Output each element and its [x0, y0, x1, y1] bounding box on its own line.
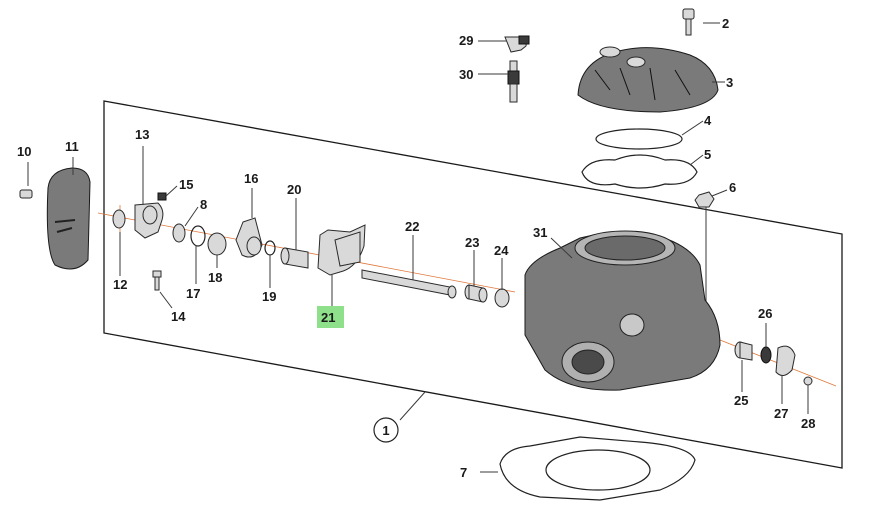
sleeve-part[interactable]: [280, 247, 309, 269]
callout-29[interactable]: 29: [459, 33, 473, 48]
callout-1-circle: [373, 417, 399, 443]
callout-1[interactable]: 1: [382, 423, 389, 438]
callout-20[interactable]: 20: [287, 182, 301, 197]
callout-22[interactable]: 22: [405, 219, 419, 234]
callout-13[interactable]: 13: [135, 127, 149, 142]
shaft-axis-right: [714, 337, 837, 387]
callout-30[interactable]: 30: [459, 67, 473, 82]
cover-part[interactable]: [46, 167, 91, 270]
large-washer-part[interactable]: [494, 288, 510, 308]
callout-16[interactable]: 16: [244, 171, 258, 186]
callout-2[interactable]: 2: [722, 16, 729, 31]
pin-part[interactable]: [157, 192, 167, 201]
long-bolt-part[interactable]: [152, 270, 162, 291]
callout-19[interactable]: 19: [262, 289, 276, 304]
callout-12[interactable]: 12: [113, 277, 127, 292]
callout-17[interactable]: 17: [186, 286, 200, 301]
circlip-part[interactable]: [190, 225, 206, 247]
callout-26[interactable]: 26: [758, 306, 772, 321]
bush-part[interactable]: [464, 284, 488, 303]
callout-27[interactable]: 27: [774, 406, 788, 421]
callout-18[interactable]: 18: [208, 270, 222, 285]
bearing-part[interactable]: [112, 209, 126, 229]
right-bush-part[interactable]: [734, 341, 753, 361]
eccentric-part[interactable]: [235, 217, 263, 258]
callout-8[interactable]: 8: [200, 197, 207, 212]
small-o-ring-part[interactable]: [264, 240, 276, 256]
spark-plug-part[interactable]: [507, 60, 520, 103]
washer-part[interactable]: [172, 223, 186, 243]
callout-28[interactable]: 28: [801, 416, 815, 431]
cover-plate-part[interactable]: [775, 345, 796, 376]
screw-part[interactable]: [803, 376, 813, 386]
callout-5[interactable]: 5: [704, 147, 711, 162]
callout-10[interactable]: 10: [17, 144, 31, 159]
callout-21[interactable]: 21: [321, 310, 335, 325]
base-gasket-part[interactable]: [499, 436, 696, 501]
cylinder-part[interactable]: [524, 230, 721, 391]
callout-25[interactable]: 25: [734, 393, 748, 408]
nut-part[interactable]: [694, 191, 715, 208]
bushing-part[interactable]: [207, 232, 227, 256]
seal-part[interactable]: [760, 346, 772, 364]
callout-7[interactable]: 7: [460, 465, 467, 480]
lever-part[interactable]: [134, 202, 164, 239]
spark-plug-cap-part[interactable]: [504, 35, 530, 53]
callout-24[interactable]: 24: [494, 243, 509, 258]
callout-11[interactable]: 11: [65, 139, 79, 154]
callout-6[interactable]: 6: [729, 180, 736, 195]
callout-4[interactable]: 4: [704, 113, 712, 128]
head-gasket-part[interactable]: [581, 154, 698, 189]
callout-15[interactable]: 15: [179, 177, 193, 192]
callout-31[interactable]: 31: [533, 225, 547, 240]
small-screw-part[interactable]: [19, 189, 33, 199]
callout-14[interactable]: 14: [171, 309, 186, 324]
bolt-part[interactable]: [682, 8, 695, 36]
highlight-21-box: [317, 306, 344, 328]
callout-3[interactable]: 3: [726, 75, 733, 90]
assembly-frame: [103, 100, 843, 469]
callout-23[interactable]: 23: [465, 235, 479, 250]
control-flap-part[interactable]: [317, 224, 366, 276]
o-ring-part[interactable]: [595, 128, 683, 150]
cylinder-head-part[interactable]: [577, 46, 719, 113]
shaft-part[interactable]: [361, 269, 457, 299]
